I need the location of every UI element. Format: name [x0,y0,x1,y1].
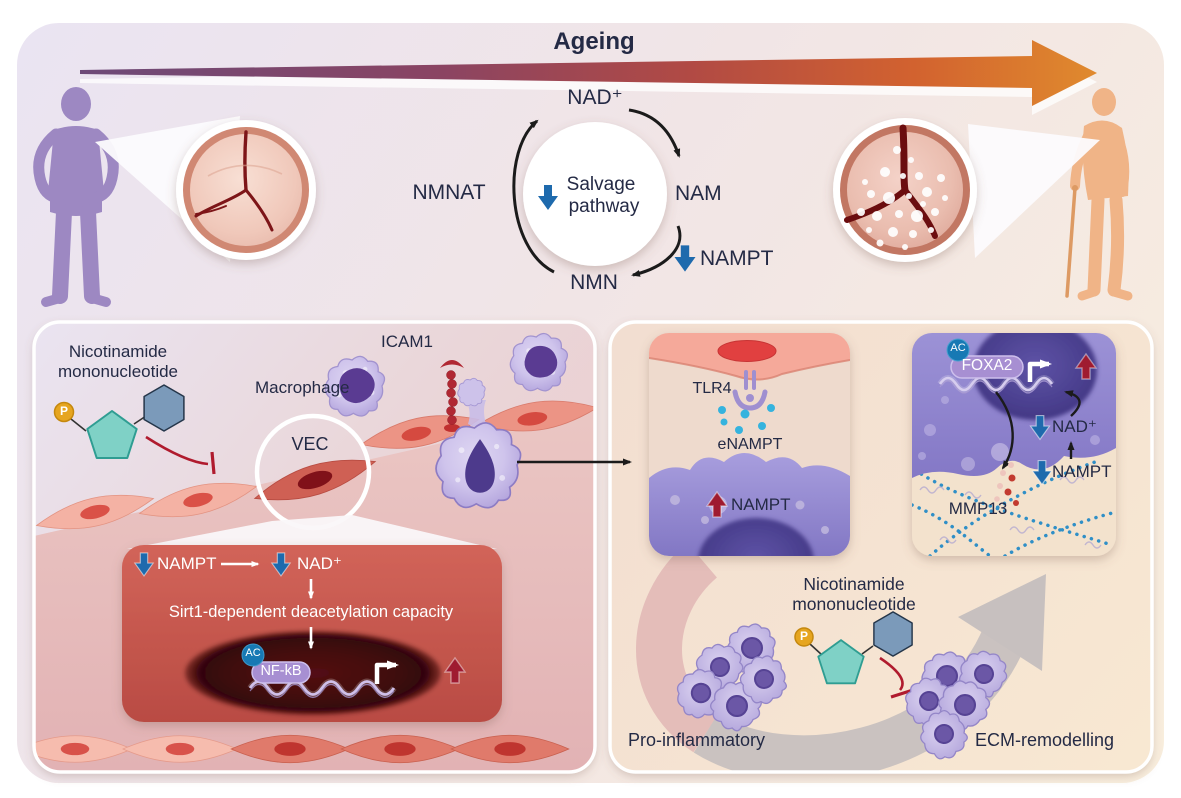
icam1-receptor-icon [440,360,464,432]
mmp13-granules [994,462,1019,506]
nampt-up-label: NAMPT [731,495,791,514]
ageing-arrow-icon [80,40,1097,115]
nmn-to-nad-arrow-icon [512,119,555,274]
nam-label: NAM [675,182,722,205]
foxa2-pill [950,355,1024,379]
phosphate-icon [794,627,814,647]
pro-inflammatory-cells [670,623,796,741]
mmp13-secretion-arrow-icon [995,391,1014,470]
nmnat-label: NMNAT [412,181,486,204]
ageing-title: Ageing [553,28,635,55]
endothelial-monolayer [34,393,595,540]
nucleus [185,631,441,715]
macrophage-cell [324,355,386,417]
enampt-molecules [718,404,775,434]
nmn-name-line1: Nicotinamide [803,574,905,594]
transmigrating-macrophage [435,377,522,509]
tlr4-label: TLR4 [692,380,732,397]
cane-icon [1065,185,1078,298]
salvage-pathway-circle [523,122,667,266]
inset-nampt-label: NAMPT [157,554,217,573]
nmn-label: NMN [570,271,618,294]
phosphate-letter: P [59,404,69,418]
calcified-valve-icon [833,118,977,262]
dna-icon [938,376,1054,392]
pro-inflammatory-label: Pro-inflammatory [628,730,766,750]
nmn-name-line2: mononucleotide [57,362,179,381]
ecm-fibers [919,476,1102,549]
macrophage-label: Macrophage [255,378,350,397]
phosphate-letter: P [799,629,809,643]
acetyl-badge-icon [241,643,265,667]
nampt-cycle-label: NAMPT [700,247,774,270]
sirt1-label: Sirt1-dependent deacetylation capacity [168,603,454,621]
enampt-box-content [649,333,850,556]
salvage-label-line2: pathway [568,196,640,217]
vec-inset-content [134,552,466,715]
acetyl-badge-icon [946,338,970,362]
vec-label: VEC [291,434,329,454]
nad-to-dna-arrow-icon [1064,390,1081,417]
enampt-label: eNAMPT [717,436,783,453]
endothelial-nucleus [717,340,777,362]
nmn-molecule [794,611,914,699]
calcification-nodules [857,146,948,250]
foxa2-box-content [912,333,1116,556]
vec-panel-border [32,320,597,774]
inset-funnel [127,515,497,549]
salvage-label-line1: Salvage [566,174,636,195]
healthy-valve-icon [176,120,316,260]
macrophage-body [649,453,850,556]
inhibition-arrow-icon [879,656,904,691]
inhibition-arrow-icon [145,435,209,466]
nad-label: NAD⁺ [567,86,623,109]
ac-badge-label: AC [950,342,966,354]
ecm-remodelling-label: ECM-remodelling [975,730,1115,750]
cycle-arrows [512,108,682,277]
nmn-name-line1: Nicotinamide [68,342,168,361]
macrophage-cell [509,332,569,392]
macrophage-nucleus [698,518,814,556]
zoom-beam-right [968,124,1100,258]
nmn-molecule [53,384,216,475]
transcription-arrow-icon [374,660,399,684]
nad-down-label: NAD⁺ [1052,417,1097,436]
vec-cell [249,446,381,514]
dna-icon [248,680,396,696]
ecm-collagen-strands [912,460,1116,556]
transcription-arrow-icon [1027,359,1052,382]
icam1-label: ICAM1 [381,332,433,351]
nampt-down-label: NAMPT [1052,462,1112,481]
phosphate-icon [53,401,75,423]
nam-to-nmn-arrow-icon [631,225,682,277]
nfkb-label: NF-kB [260,663,302,679]
nmn-name-line2: mononucleotide [792,594,916,614]
nad-to-nam-arrow-icon [628,108,681,158]
tlr4-receptor-icon [732,370,768,411]
ac-badge-label: AC [245,647,261,659]
macrophage-panel-border [608,320,1154,774]
mmp13-label: MMP13 [948,499,1008,518]
endothelial-bottom-row [34,734,570,764]
inhibition-bar-icon [890,688,914,699]
inhibition-bar-icon [210,451,216,475]
inset-nad-label: NAD⁺ [297,554,342,573]
foxa2-label: FOXA2 [961,357,1013,374]
ecm-remodelling-cells [898,642,1015,768]
nfkb-pill [251,661,311,684]
